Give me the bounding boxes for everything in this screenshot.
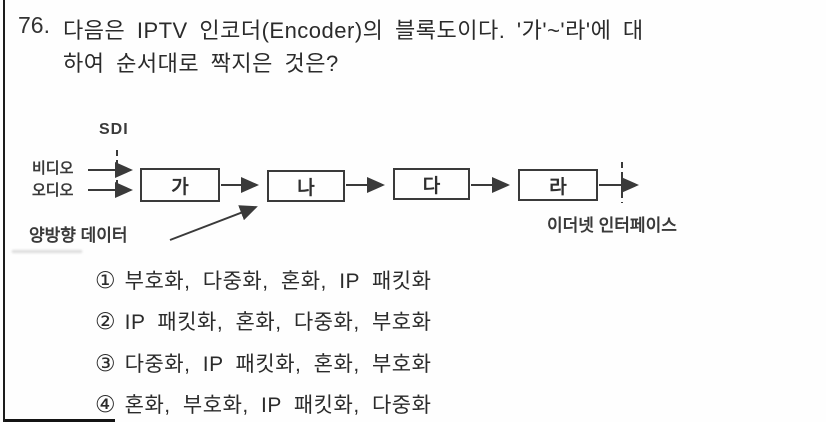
choice-2-marker: ② (95, 308, 116, 334)
choice-4[interactable]: ④ 혼화, 부호화, IP 패킷화, 다중화 (95, 389, 431, 419)
question-number: 76. (18, 12, 50, 38)
choice-2[interactable]: ② IP 패킷화, 혼화, 다중화, 부호화 (95, 306, 431, 336)
ethernet-interface-label: 이더넷 인터페이스 (547, 216, 677, 235)
choice-3-marker: ③ (95, 350, 116, 376)
audio-input-label: 오디오 (32, 182, 74, 199)
scan-noise (12, 250, 82, 253)
block-ga: 가 (140, 168, 220, 202)
choice-4-text: 혼화, 부호화, IP 패킷화, 다중화 (124, 394, 432, 417)
encoder-block-diagram: SDI 비디오 오디오 양방향 데이터 이더넷 인터페이스 가 나 다 라 (0, 100, 826, 250)
bottom-page-rule (5, 419, 115, 422)
choice-1-marker: ① (95, 267, 116, 293)
bidirectional-data-arrow (169, 205, 258, 241)
choice-4-marker: ④ (95, 391, 116, 417)
choice-2-text: IP 패킷화, 혼화, 다중화, 부호화 (124, 311, 432, 334)
choice-1-text: 부호화, 다중화, 혼화, IP 패킷화 (124, 270, 432, 293)
question-text-line1: 다음은 IPTV 인코더(Encoder)의 블록도이다. '가'~'라'에 대 (63, 18, 644, 43)
block-na: 나 (267, 170, 345, 202)
block-da: 다 (393, 168, 470, 200)
choice-3-text: 다중화, IP 패킷화, 혼화, 부호화 (124, 353, 432, 376)
bidirectional-data-label: 양방향 데이터 (29, 226, 128, 245)
choice-3[interactable]: ③ 다중화, IP 패킷화, 혼화, 부호화 (95, 348, 431, 378)
diagram-arrows (88, 150, 639, 241)
question-text-line2: 하여 순서대로 짝지은 것은? (63, 51, 339, 76)
sdi-label: SDI (99, 121, 129, 138)
choice-1[interactable]: ① 부호화, 다중화, 혼화, IP 패킷화 (95, 265, 431, 295)
left-column-rule (3, 0, 5, 422)
block-ra: 라 (518, 169, 598, 201)
video-input-label: 비디오 (32, 160, 74, 177)
